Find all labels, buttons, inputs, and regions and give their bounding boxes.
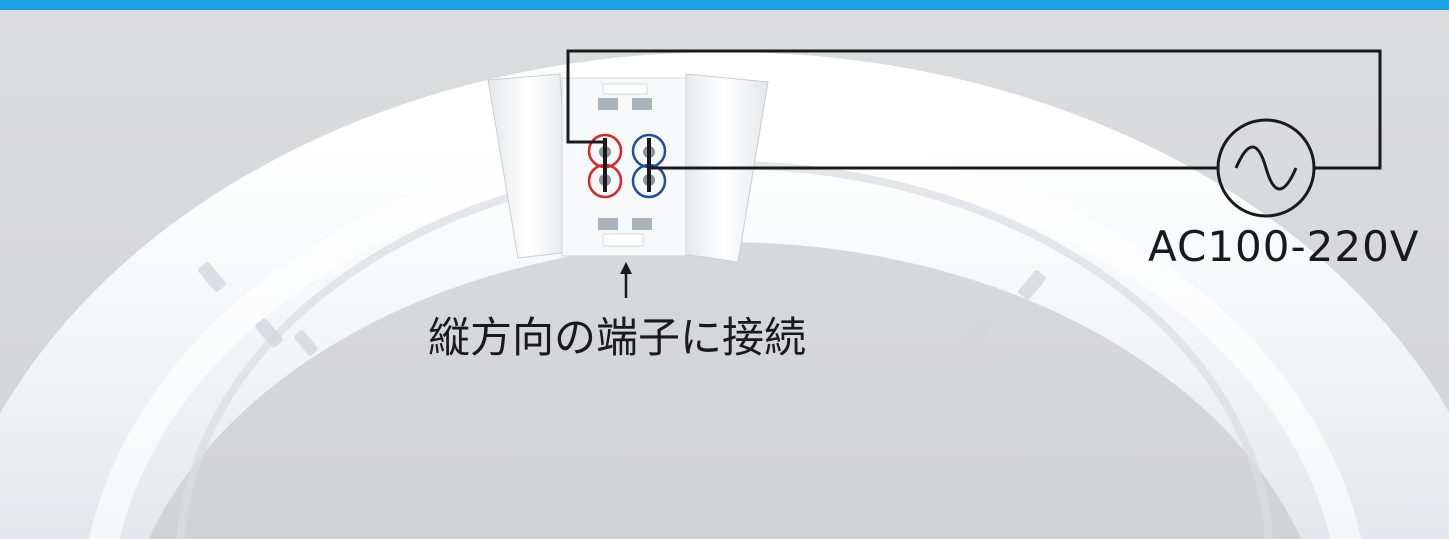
connector-slot-top-right bbox=[632, 98, 652, 110]
voltage-label: AC100-220V bbox=[1148, 222, 1420, 271]
ac-sine-source-icon bbox=[1216, 118, 1316, 218]
connector-tab-top bbox=[602, 83, 648, 95]
connector-slot-top-left bbox=[598, 98, 618, 110]
connector-slot-bottom-left bbox=[598, 218, 618, 230]
connection-caption: 縦方向の端子に接続 bbox=[428, 313, 807, 362]
arrow-up-icon bbox=[620, 262, 632, 298]
connector-slot-bottom-right bbox=[632, 218, 652, 230]
wire-left-loop bbox=[566, 49, 1382, 170]
wiring bbox=[566, 49, 1382, 192]
tube-marks bbox=[198, 262, 1046, 366]
top-accent-bar bbox=[0, 0, 1449, 10]
connector-tab-bottom bbox=[602, 233, 644, 247]
